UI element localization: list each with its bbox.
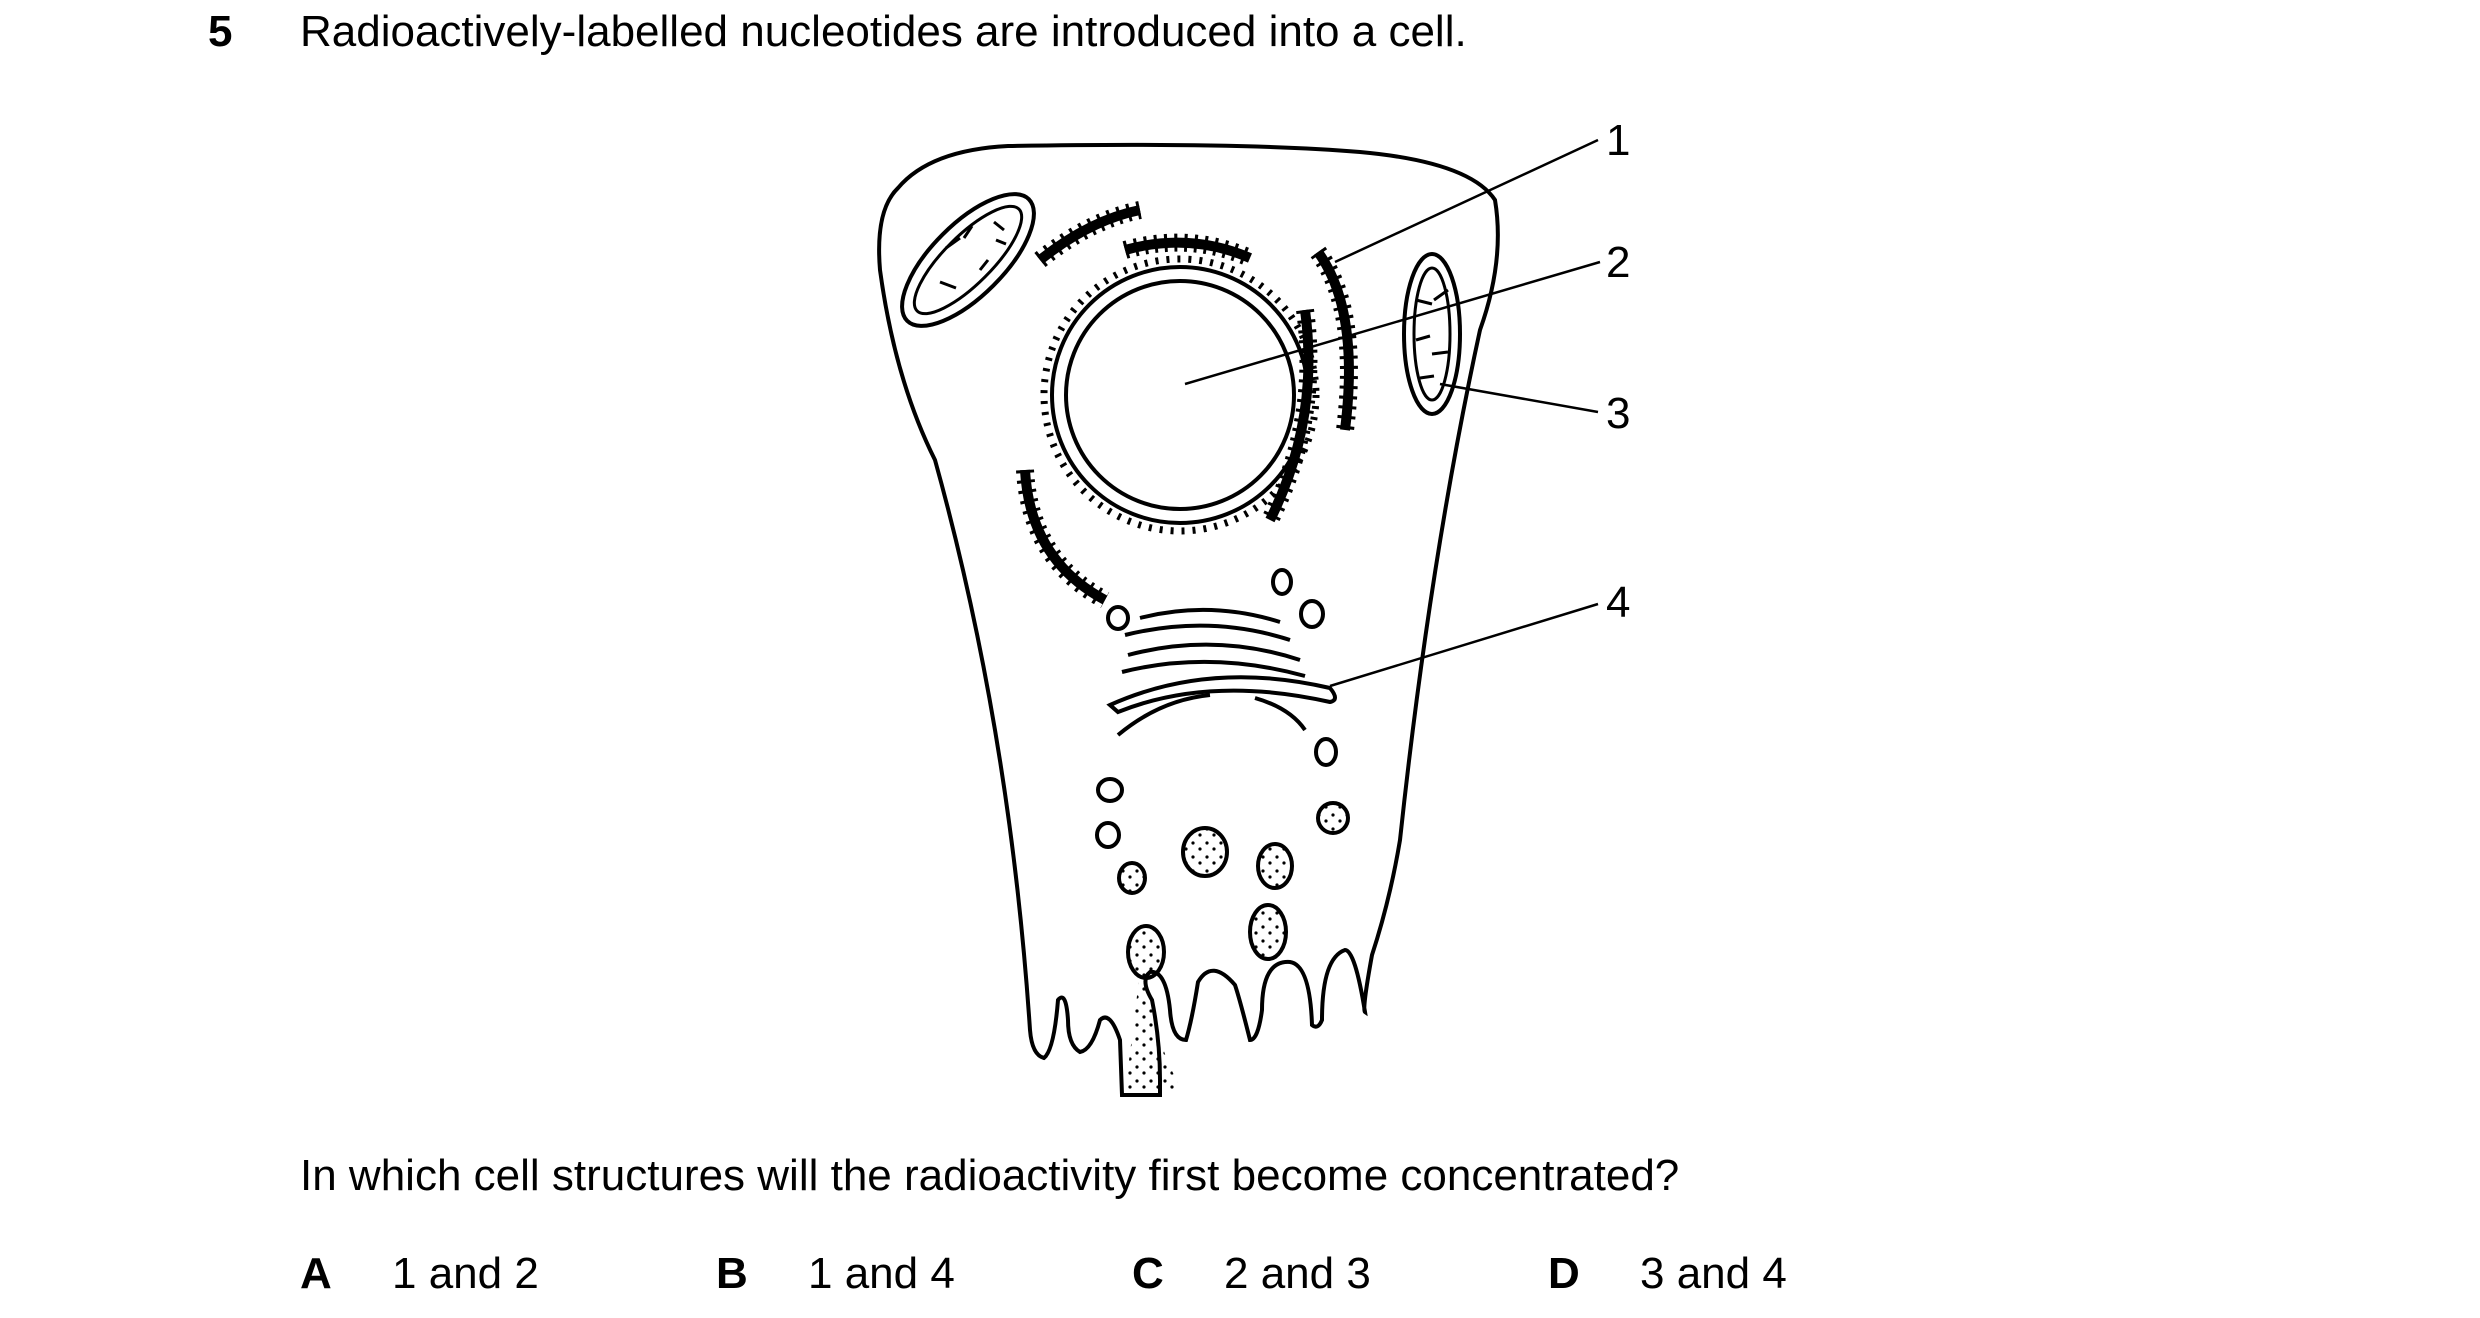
option-text: 1 and 2 bbox=[392, 1249, 539, 1298]
mitochondrion-left bbox=[900, 192, 1036, 328]
figure-label-1: 1 bbox=[1606, 116, 1630, 165]
option-text: 2 and 3 bbox=[1224, 1249, 1371, 1298]
option-d[interactable]: D 3 and 4 bbox=[1548, 1246, 1787, 1302]
question-number: 5 bbox=[208, 7, 233, 56]
figure-label-2: 2 bbox=[1606, 238, 1630, 287]
label-leader-lines bbox=[1184, 138, 1601, 688]
option-text: 3 and 4 bbox=[1640, 1249, 1787, 1298]
figure-label-3: 3 bbox=[1606, 389, 1630, 438]
rough-endoplasmic-reticulum bbox=[1016, 201, 1358, 608]
option-text: 1 and 4 bbox=[808, 1249, 955, 1298]
secretion-channel-stipple bbox=[1125, 970, 1182, 1090]
option-letter: D bbox=[1548, 1249, 1580, 1298]
cell-membrane-outline bbox=[877, 142, 1500, 1097]
question-prompt: In which cell structures will the radioa… bbox=[300, 1151, 1680, 1200]
mitochondrion-right bbox=[1402, 252, 1462, 416]
option-letter: C bbox=[1132, 1249, 1164, 1298]
option-a[interactable]: A 1 and 2 bbox=[300, 1246, 539, 1302]
option-letter: A bbox=[300, 1249, 332, 1298]
figure-label-4: 4 bbox=[1606, 578, 1630, 627]
vesicles bbox=[1095, 568, 1338, 849]
option-b[interactable]: B 1 and 4 bbox=[716, 1246, 955, 1302]
option-c[interactable]: C 2 and 3 bbox=[1132, 1246, 1371, 1302]
question-stem: Radioactively-labelled nucleotides are i… bbox=[300, 7, 1467, 56]
option-letter: B bbox=[716, 1249, 748, 1298]
nucleus bbox=[1040, 255, 1320, 535]
secretory-granules bbox=[1117, 801, 1350, 980]
golgi-apparatus bbox=[1106, 607, 1337, 737]
